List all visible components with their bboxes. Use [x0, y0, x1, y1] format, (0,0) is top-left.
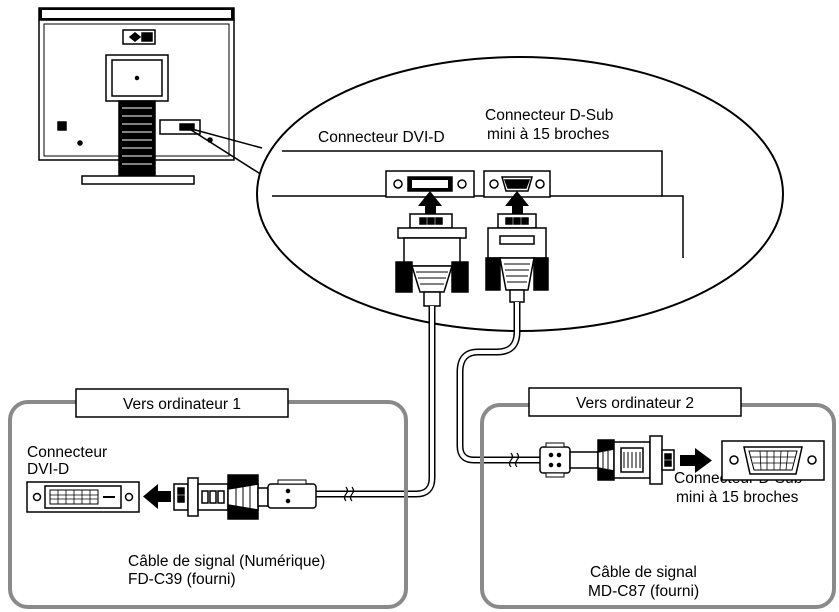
dvi-connector-label: Connecteur DVI-D — [318, 129, 445, 146]
cable2-label-line2: MD-C87 (fourni) — [588, 583, 699, 600]
monitor-rear-icon — [38, 7, 235, 185]
pc1-connector-label-line2: DVI-D — [27, 461, 69, 478]
dsub-plug-icon — [485, 213, 549, 303]
cable-dsub-inner — [458, 302, 560, 462]
cable-dvi-inner — [282, 306, 434, 496]
dsub-port-icon — [721, 440, 825, 481]
computer-1-tab-label: Vers ordinateur 1 — [123, 396, 241, 413]
ferrite-core-icon — [539, 442, 571, 478]
arrow-icon — [418, 191, 529, 215]
cable1-label-line1: Câble de signal (Numérique) — [128, 553, 325, 570]
arrow-icon — [143, 484, 171, 509]
ferrite-core-icon — [267, 479, 317, 509]
dsub-plug-icon — [569, 435, 675, 485]
dsub-port-icon — [483, 170, 551, 198]
dsub-connector-label-line2: mini à 15 broches — [487, 126, 610, 143]
pc2-connector-label-line2: mini à 15 broches — [676, 489, 799, 506]
dvi-port-icon — [26, 481, 140, 513]
dvi-plug-icon — [173, 474, 269, 520]
arrow-icon — [680, 448, 712, 473]
computer-1-tab — [75, 388, 289, 418]
computer-2-tab-label: Vers ordinateur 2 — [576, 395, 694, 412]
cable2-label-line1: Câble de signal — [590, 564, 697, 581]
cable1-label-line2: FD-C39 (fourni) — [128, 571, 236, 588]
computer-2-tab — [528, 387, 742, 417]
pc1-connector-label-line1: Connecteur — [27, 444, 107, 461]
dvi-plug-icon — [395, 213, 469, 307]
dsub-connector-label-line1: Connecteur D-Sub — [485, 107, 613, 124]
